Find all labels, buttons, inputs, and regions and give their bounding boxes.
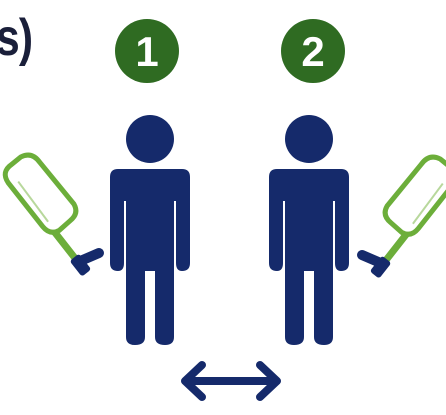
player-number-1: 1 (135, 28, 158, 75)
player-1-person-icon (110, 115, 190, 345)
player-2-person-icon (269, 115, 349, 345)
player-number-2: 2 (301, 28, 324, 75)
player-number-badge-1: 1 (115, 19, 179, 83)
double-headed-horizontal-arrow-icon (181, 361, 281, 401)
player-1-paddle-icon (3, 147, 104, 285)
heading-fragment: s) (0, 9, 33, 67)
player-2-paddle-icon (357, 149, 446, 287)
player-number-badge-2: 2 (281, 19, 345, 83)
